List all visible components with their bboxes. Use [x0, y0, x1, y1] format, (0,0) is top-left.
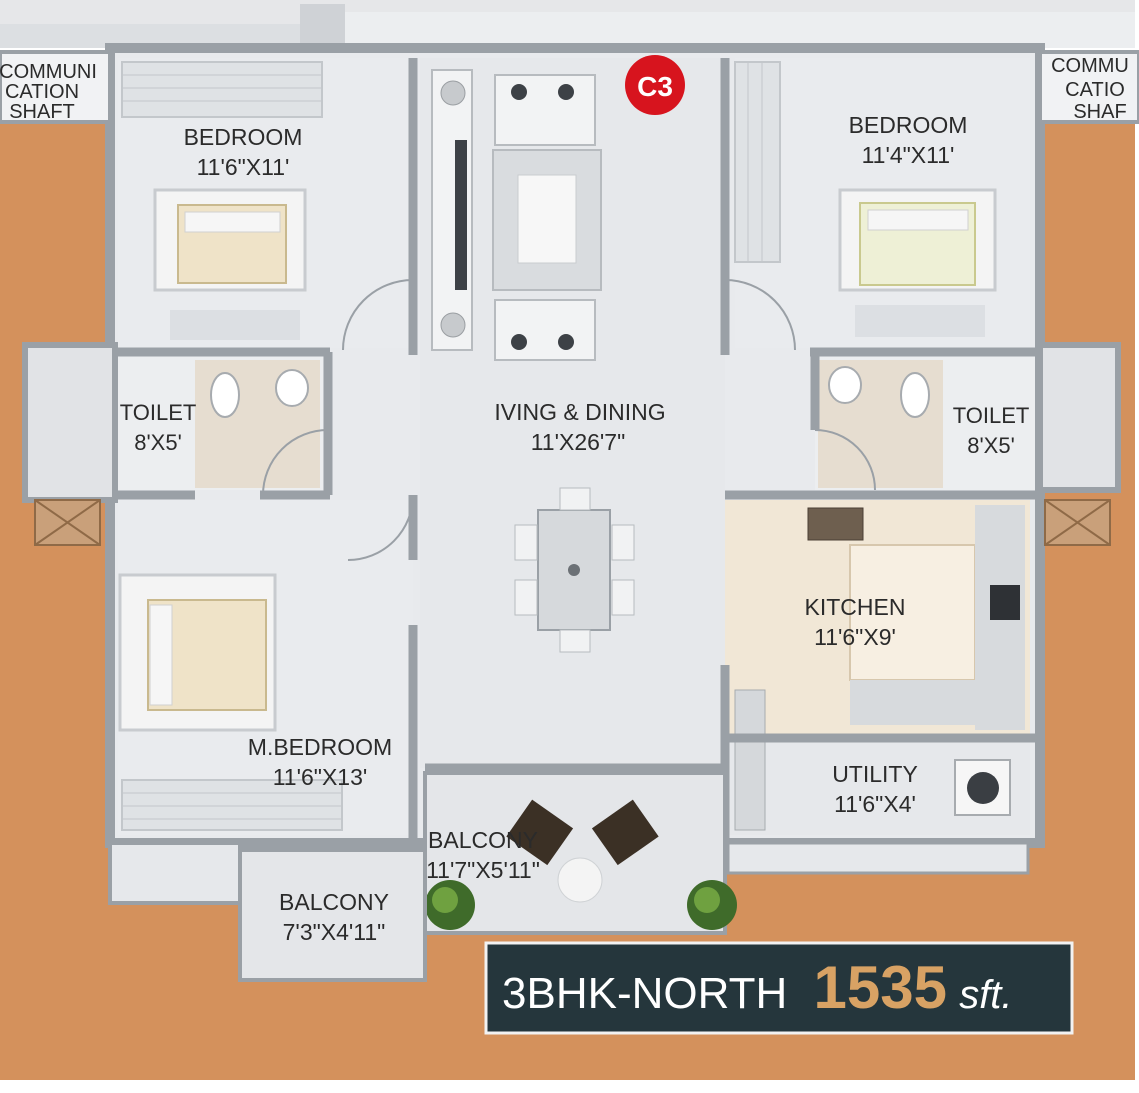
shaft-left-label-3: SHAFT: [9, 101, 75, 123]
duct-right-cross-b: [1044, 499, 1111, 546]
plant-left: [425, 880, 475, 930]
banner-type: 3BHK-NORTH: [502, 969, 787, 1018]
shaft-right-label-2: CATIO: [1065, 79, 1125, 101]
top-corridor: [300, 4, 345, 48]
toilet-east-wc: [900, 372, 930, 418]
shaft-right-label-3: SHAF: [1073, 101, 1126, 123]
kitchen-size: 11'6"X9': [814, 624, 896, 650]
door-swings: [262, 279, 876, 561]
banner-unit: sft.: [959, 973, 1012, 1017]
toilet-east-basin: [828, 366, 862, 404]
bed-master: [118, 573, 277, 732]
shaft-left-label-2: CATION: [5, 81, 79, 103]
bedroom-ne-size: 11'4"X11': [862, 142, 955, 168]
utility-washer-drum: [967, 772, 999, 804]
shaft-left-label-1: COMMUNI: [0, 61, 97, 83]
rail-utility: [726, 841, 1030, 875]
area-banner: 3BHK-NORTH 1535 sft.: [484, 941, 1074, 1035]
unit-marker: [625, 55, 685, 115]
banner-line: 3BHK-NORTH 1535 sft.: [502, 954, 1013, 1021]
utility-name: UTILITY: [832, 761, 918, 787]
wardrobe-master: [121, 779, 343, 831]
shaft-left: [0, 50, 112, 124]
duct-left: [22, 342, 118, 503]
top-ledge-right: [345, 12, 1135, 48]
wardrobe-nw: [121, 61, 323, 118]
living-name: IVING & DINING: [494, 399, 665, 425]
bed-nw: [153, 188, 307, 292]
bedroom-ne-name: BEDROOM: [849, 112, 968, 138]
rail-master: [108, 841, 242, 905]
master-bedroom-size: 11'6"X13': [273, 764, 368, 790]
dining-table: [514, 487, 635, 653]
wardrobe-ne: [734, 61, 781, 263]
rug-nw: [170, 310, 300, 340]
balcony-west-size: 7'3"X4'11": [283, 919, 386, 945]
bedroom-nw-size: 11'6"X11': [197, 154, 290, 180]
toilet-west-name: TOILET: [120, 400, 197, 425]
banner-area: 1535: [813, 954, 946, 1021]
toilet-west-basin: [275, 369, 309, 407]
kitchen-hob: [990, 585, 1020, 620]
living-size: 11'X26'7": [531, 429, 626, 455]
duct-left-cross-b: [34, 499, 101, 546]
master-bedroom-name: M.BEDROOM: [248, 734, 392, 760]
interior-walls: [113, 58, 1040, 845]
balcony-center-name: BALCONY: [428, 827, 538, 853]
kitchen-sink: [807, 507, 864, 541]
utility-rack: [734, 689, 766, 831]
bedroom-nw-name: BEDROOM: [184, 124, 303, 150]
sofa-set: [431, 69, 602, 361]
kitchen-name: KITCHEN: [805, 594, 906, 620]
kitchen-platform-bottom: [850, 680, 1025, 725]
plant-right: [687, 880, 737, 930]
room-balcony-center: [423, 771, 727, 935]
shaft-right-label-1: COMMU: [1051, 55, 1129, 77]
unit-marker-label: C3: [637, 71, 673, 102]
bed-ne: [838, 188, 997, 292]
toilet-west-wc: [210, 372, 240, 418]
rug-ne: [855, 305, 985, 337]
shaft-right: [1038, 50, 1139, 124]
duct-right: [1037, 342, 1121, 493]
balcony-center-size: 11'7"X5'11": [426, 857, 540, 883]
balcony-chairs: [506, 799, 659, 903]
room-balcony-west: [238, 848, 427, 982]
toilet-east-name: TOILET: [953, 403, 1030, 428]
balcony-west-name: BALCONY: [279, 889, 389, 915]
utility-size: 11'6"X4': [834, 791, 916, 817]
toilet-east-size: 8'X5': [967, 433, 1015, 458]
toilet-west-size: 8'X5': [134, 430, 182, 455]
